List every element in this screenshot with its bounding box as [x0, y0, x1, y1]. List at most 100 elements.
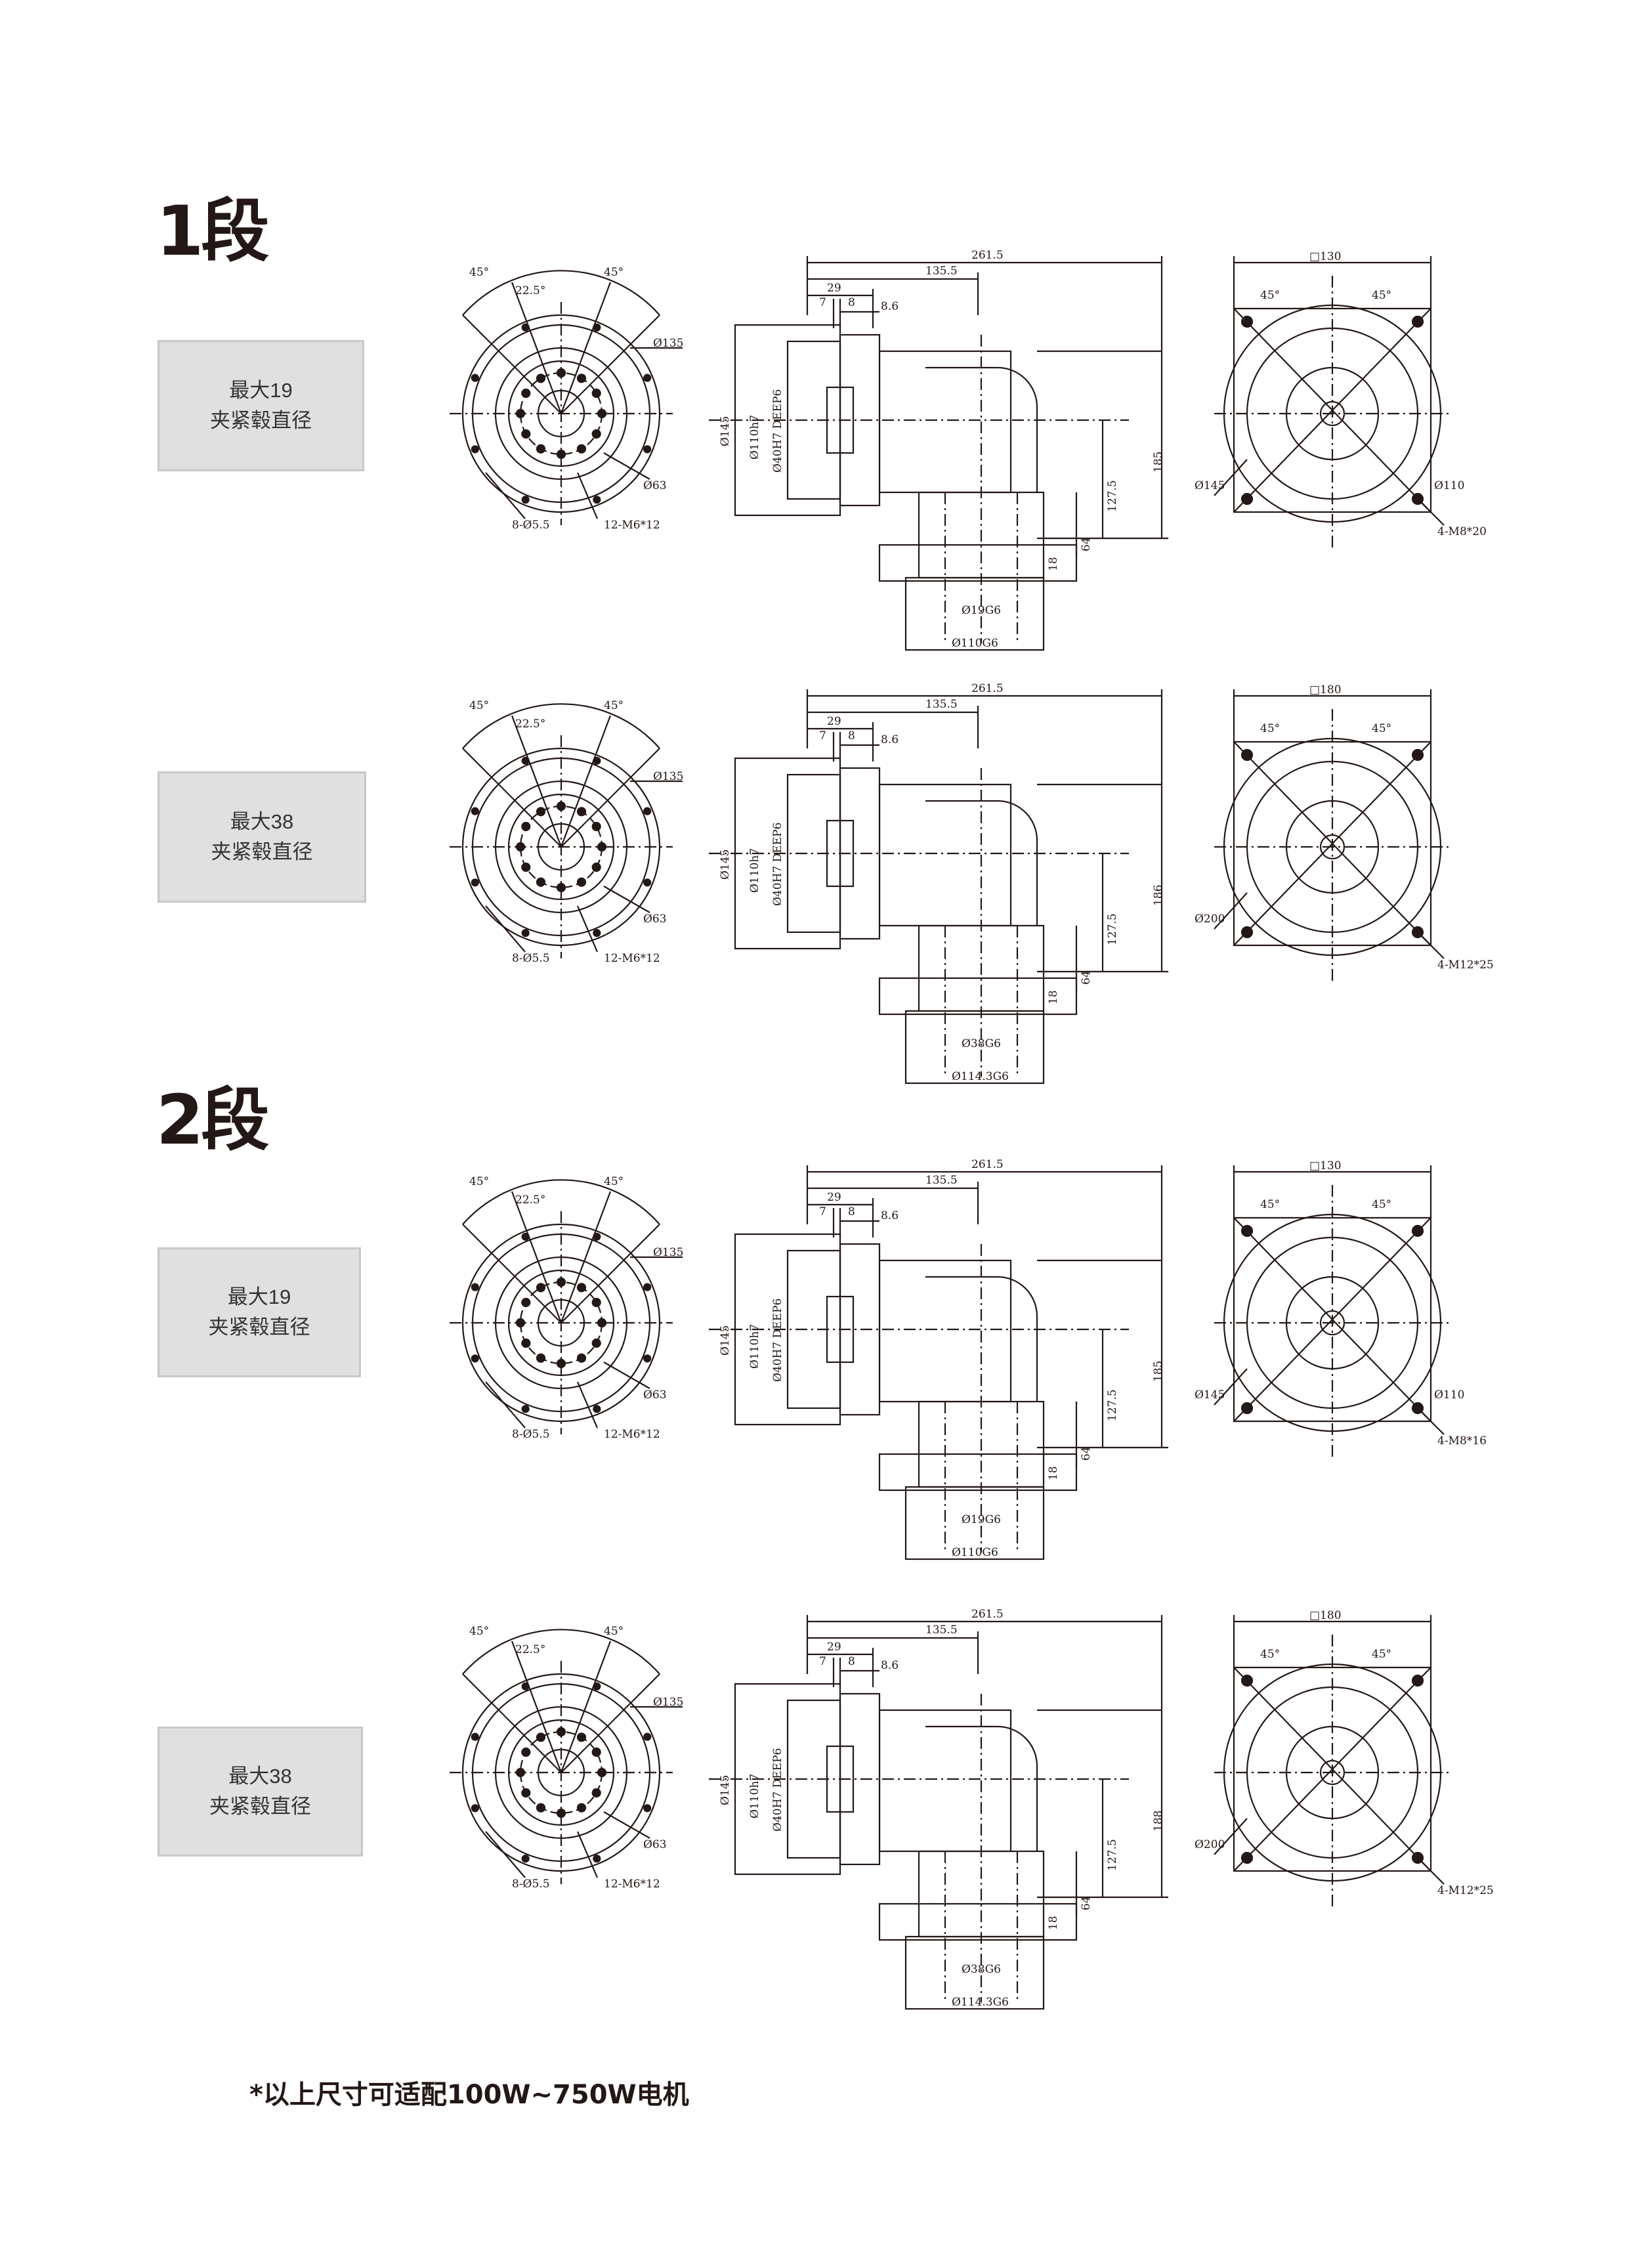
mount-hole — [471, 445, 479, 454]
dim-shaft: Ø19G6 — [962, 604, 1001, 617]
mount-hole — [521, 323, 530, 332]
dim-mid: 135.5 — [925, 265, 958, 278]
tap-hole — [521, 821, 531, 832]
diagonal — [1233, 1667, 1431, 1872]
mount-hole — [593, 756, 601, 765]
section-title-2: 2段 — [156, 1080, 269, 1160]
angle-label: 45° — [469, 699, 489, 712]
tap-hole — [591, 429, 601, 439]
tap-hole — [556, 368, 566, 378]
max-diameter-text: 最大19 — [229, 379, 293, 402]
tap-hole — [521, 1788, 531, 1798]
dim-h64: 64 — [1080, 1446, 1093, 1461]
outer-flange-circle — [461, 1223, 661, 1423]
dim-spigot: Ø110G6 — [952, 637, 998, 650]
leader — [603, 452, 650, 480]
dim-spigot: Ø114.3G6 — [952, 1070, 1009, 1083]
tap-hole — [515, 408, 526, 419]
clamp-hub-label: 最大19 夹紧毂直径 — [158, 1247, 361, 1377]
tap-hole — [521, 1297, 531, 1308]
dim-h1275: 127.5 — [1106, 1839, 1119, 1871]
tap-hole — [515, 1767, 526, 1778]
tap-hole — [576, 1353, 587, 1363]
dim-h185: 185 — [1152, 1361, 1165, 1382]
bore-label: Ø63 — [643, 913, 667, 926]
diagonal — [1233, 308, 1431, 513]
angle-arc — [462, 270, 660, 316]
mount-hole — [471, 1804, 479, 1813]
leader — [485, 1381, 526, 1429]
dim-w7: 7 — [819, 296, 826, 309]
diagonal — [1233, 741, 1431, 946]
dim-shaft: Ø38G6 — [962, 1963, 1001, 1976]
dim-d110: Ø110h7 — [748, 848, 761, 893]
clamp-hub-label: 最大38 夹紧毂直径 — [158, 771, 366, 903]
dim-w29: 29 — [827, 282, 841, 295]
tap-hole — [556, 1277, 566, 1287]
clamp-hub-label: 最大38 夹紧毂直径 — [158, 1727, 363, 1857]
angle-arc — [462, 1629, 660, 1675]
dim-shaft: Ø19G6 — [962, 1513, 1001, 1526]
tap-hole — [597, 408, 607, 419]
dim-d110: Ø110h7 — [748, 1774, 761, 1818]
angle-label: 45° — [1260, 722, 1280, 735]
dim-w8: 8 — [848, 729, 855, 742]
dim-d40: Ø40H7 DEEP6 — [771, 389, 784, 473]
mount-hole — [593, 1232, 601, 1241]
leader — [1214, 459, 1248, 496]
mount-hole — [521, 1405, 530, 1413]
tap-hole — [556, 449, 566, 460]
leader — [576, 472, 599, 519]
tap-hole — [597, 1318, 607, 1328]
mount-hole — [521, 929, 530, 937]
flange-hole — [1240, 492, 1254, 505]
flange-square-label: □180 — [1309, 1609, 1342, 1622]
flange-pcd-label: Ø200 — [1195, 1838, 1225, 1851]
mount-hole — [643, 878, 652, 887]
angle-label: 45° — [469, 266, 489, 279]
flange-taps-label: 4-M8*16 — [1437, 1434, 1487, 1448]
elbow-housing — [925, 1276, 1038, 1402]
angle-label: 45° — [604, 1175, 624, 1188]
dim-d110: Ø110h7 — [748, 415, 761, 460]
pcd-label: Ø135 — [653, 1696, 683, 1709]
angle-arc — [462, 1179, 660, 1225]
tap-hole — [576, 1732, 587, 1742]
tap-hole — [521, 1338, 531, 1348]
dim-w7: 7 — [819, 1205, 826, 1218]
flange-hole — [1240, 1224, 1254, 1237]
dim-w86: 8.6 — [881, 1659, 899, 1672]
tap-hole — [521, 862, 531, 872]
mount-hole — [593, 1405, 601, 1413]
dim-d40: Ø40H7 DEEP6 — [771, 823, 784, 906]
dim-d40: Ø40H7 DEEP6 — [771, 1748, 784, 1832]
mount-hole — [521, 756, 530, 765]
mount-hole — [521, 1232, 530, 1241]
dim-mid: 135.5 — [925, 1623, 958, 1637]
output-spigot — [904, 1010, 1045, 1085]
mount-hole — [593, 323, 601, 332]
tap-hole — [521, 429, 531, 439]
tap-hole — [556, 1358, 566, 1369]
tap-hole — [576, 877, 587, 887]
tap-hole — [591, 1747, 601, 1757]
flange-hole — [1240, 748, 1254, 762]
tap-hole — [521, 388, 531, 398]
flange-hole — [1240, 315, 1254, 328]
gear-housing — [878, 1259, 1012, 1403]
tap-hole — [591, 388, 601, 398]
clamp-hub-diameter-text: 夹紧毂直径 — [209, 1795, 311, 1818]
dim-h1275: 127.5 — [1106, 913, 1119, 945]
output-spigot — [904, 576, 1045, 651]
dim-h185: 186 — [1152, 885, 1165, 906]
mount-hole — [521, 1682, 530, 1690]
tap-hole — [591, 862, 601, 872]
elbow-housing — [925, 1725, 1038, 1851]
mount-hole — [471, 1732, 479, 1741]
